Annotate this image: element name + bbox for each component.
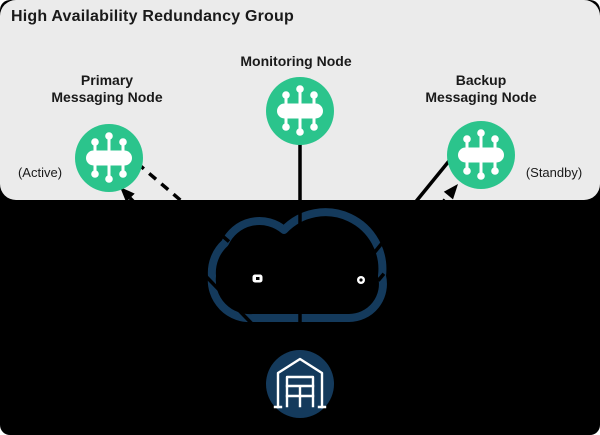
dashed-arrow-right-head xyxy=(443,184,458,200)
solid-arrow-left-line xyxy=(128,196,260,332)
monitoring-node-label: Monitoring Node xyxy=(240,53,352,69)
diagram-title: High Availability Redundancy Group xyxy=(11,8,294,25)
primary-status-label: (Active) xyxy=(17,165,63,180)
backup-node-label: Backup Messaging Node xyxy=(425,72,537,106)
solid-arrow-left-head xyxy=(120,187,135,202)
cloud-icon xyxy=(207,208,387,323)
monitoring-node-icon xyxy=(264,75,336,147)
primary-node-icon xyxy=(73,122,145,194)
cloud-port-right xyxy=(357,276,365,284)
warehouse-icon xyxy=(264,348,336,420)
backup-status-label: (Standby) xyxy=(525,165,583,180)
cloud-port-left xyxy=(252,274,263,283)
dashed-arrow-right-line xyxy=(366,194,450,295)
solid-line-right xyxy=(350,159,451,282)
primary-node-label: Primary Messaging Node xyxy=(51,72,163,106)
dashed-line-left xyxy=(135,161,242,253)
backup-node-icon xyxy=(445,119,517,191)
